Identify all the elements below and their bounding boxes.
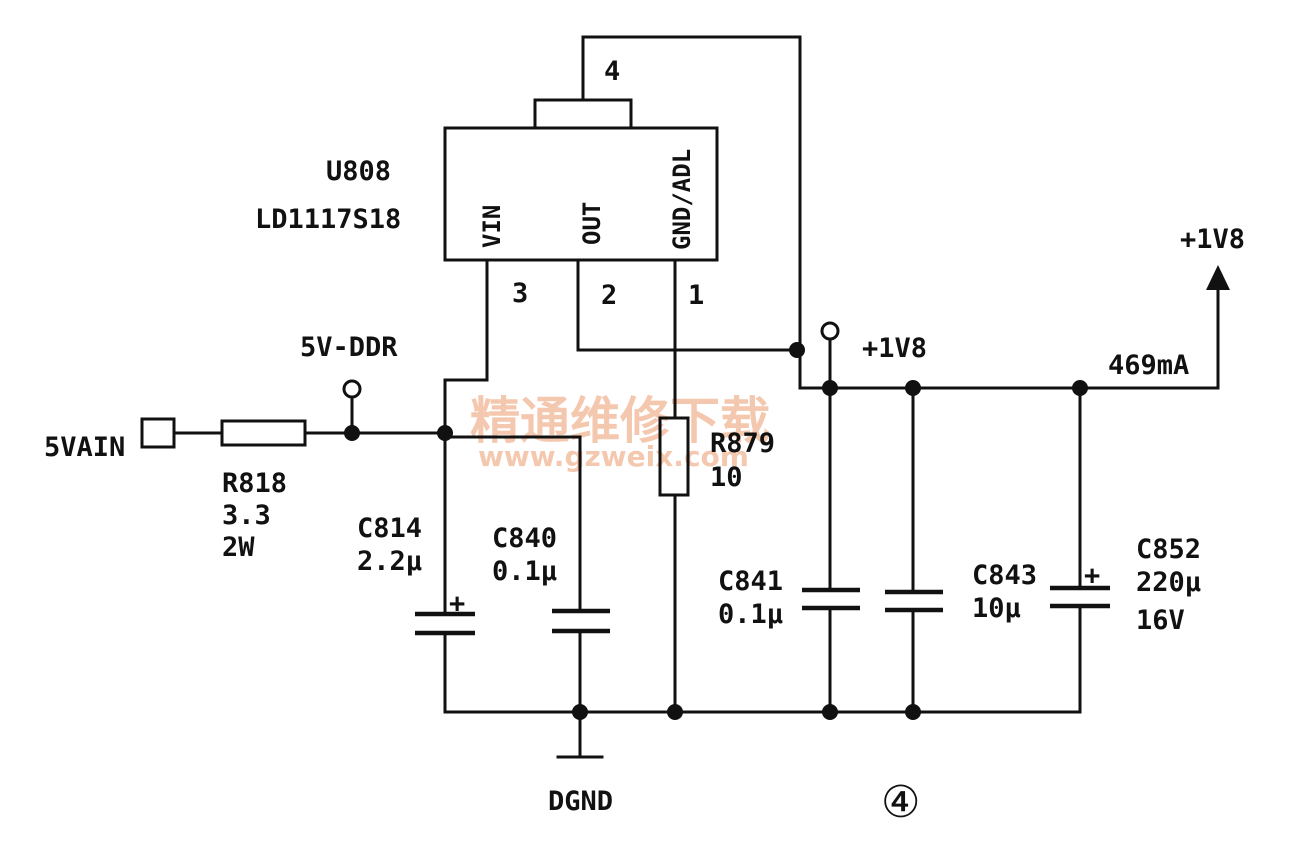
ic-u808: VIN OUT GND/ADL [443, 98, 719, 262]
junction-dot [905, 380, 921, 396]
r879-ref: R879 [710, 428, 775, 459]
junction-dot [822, 380, 838, 396]
c852-ref: C852 [1136, 534, 1201, 565]
net-input-label: 5VAIN [44, 432, 125, 463]
resistor-r818 [220, 419, 307, 447]
c843-value: 10μ [972, 593, 1021, 624]
c852-plus-icon: + [1084, 560, 1100, 591]
resistor-r879 [658, 416, 690, 497]
junctions [344, 342, 1088, 720]
net-probe-1v8-label: +1V8 [862, 333, 927, 364]
wire-tab-output [581, 35, 1092, 390]
c843-ref: C843 [972, 560, 1037, 591]
c841-value: 0.1μ [718, 599, 783, 630]
wire-out-pin [576, 260, 799, 352]
current-label: 469mA [1108, 350, 1189, 381]
pin-number-1: 1 [688, 280, 704, 311]
c841-ref: C841 [718, 566, 783, 597]
output-arrow-icon [1206, 265, 1230, 290]
pin-number-4: 4 [604, 56, 620, 87]
ic-pin-vin-label: VIN [478, 205, 506, 248]
r818-rating: 2W [222, 532, 255, 563]
r818-ref: R818 [222, 468, 287, 499]
junction-dot [1072, 380, 1088, 396]
junction-dot [822, 704, 838, 720]
c852-value: 220μ [1136, 567, 1201, 598]
probe-1v8 [820, 321, 840, 341]
ic-pin-gnd-label: GND/ADL [668, 149, 696, 250]
net-5vddr-label: 5V-DDR [300, 332, 398, 363]
pin-number-3: 3 [512, 278, 528, 309]
junction-dot [789, 342, 805, 358]
c814-plus-icon: + [449, 588, 465, 619]
r879-value: 10 [710, 462, 743, 493]
junction-dot [572, 704, 588, 720]
probe-5vddr [342, 379, 362, 399]
junction-dot [437, 425, 453, 441]
junction-dot [667, 704, 683, 720]
c814-ref: C814 [357, 513, 422, 544]
figure-number: ④ [881, 777, 920, 828]
ic-part-label: LD1117S18 [255, 204, 401, 235]
input-terminal [140, 417, 176, 449]
wire-vin-pin [443, 260, 489, 435]
ic-ref-label: U808 [326, 156, 391, 187]
net-output-label: +1V8 [1180, 224, 1245, 255]
c852-rating: 16V [1136, 605, 1185, 636]
wire-output-arrow [1088, 286, 1220, 390]
junction-dot [905, 704, 921, 720]
wires [174, 35, 1220, 759]
ic-pin-out-label: OUT [578, 202, 606, 245]
pin-number-2: 2 [601, 280, 617, 311]
junction-dot [344, 425, 360, 441]
ic-tab [533, 98, 633, 130]
watermark-url: www.gzweix.com [478, 440, 749, 473]
c840-value: 0.1μ [492, 556, 557, 587]
wire-c840-top [443, 435, 582, 612]
r818-value: 3.3 [222, 500, 271, 531]
watermark-title: 精通维修下载 [470, 392, 770, 450]
c840-ref: C840 [492, 523, 557, 554]
watermark: 精通维修下载 www.gzweix.com [470, 392, 770, 473]
c814-value: 2.2μ [357, 546, 422, 577]
net-ground-label: DGND [548, 786, 613, 817]
